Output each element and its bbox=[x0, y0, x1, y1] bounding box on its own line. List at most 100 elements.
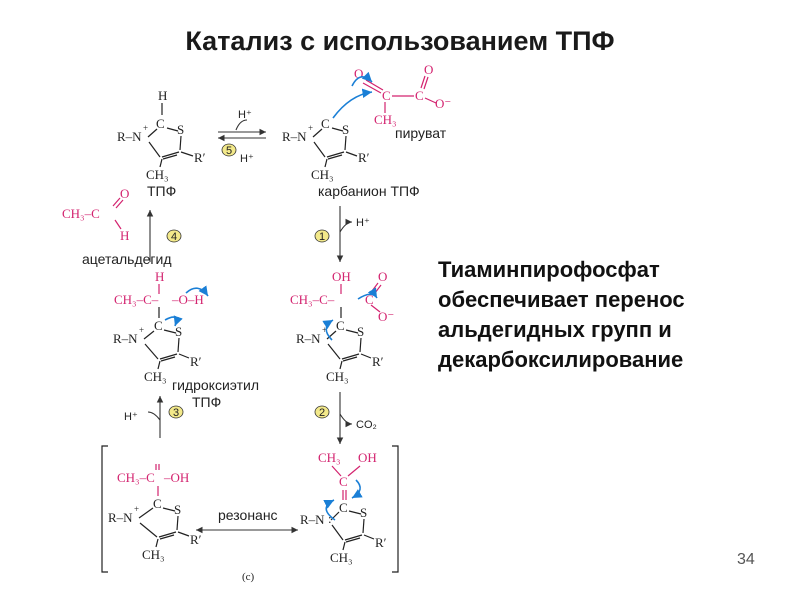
step-4: 4 ацетальдегид bbox=[82, 210, 182, 267]
svg-text:C: C bbox=[153, 496, 162, 511]
side-line: альдегидных групп и bbox=[438, 317, 672, 342]
svg-text:C: C bbox=[321, 116, 330, 131]
svg-text:CH₃: CH₃ bbox=[142, 547, 165, 562]
svg-text:CH₃: CH₃ bbox=[326, 369, 349, 384]
svg-text:R–N: R–N bbox=[300, 512, 325, 527]
panel-label: (c) bbox=[242, 571, 255, 583]
svg-text:O: O bbox=[120, 186, 129, 201]
step-1-badge bbox=[314, 229, 330, 243]
label-resonance: резонанс bbox=[218, 507, 278, 523]
svg-text:R–N: R–N bbox=[282, 129, 307, 144]
svg-text:3: 3 bbox=[173, 407, 179, 419]
svg-text:1: 1 bbox=[319, 231, 325, 243]
svg-text:R–N: R–N bbox=[108, 510, 133, 525]
label-acetaldehyde: ацетальдегид bbox=[82, 251, 172, 267]
step-1: H⁺ 1 bbox=[314, 206, 370, 262]
step-5-equilibrium: H⁺ 5 H⁺ bbox=[218, 109, 266, 165]
atom-r-n: R–N bbox=[117, 129, 142, 144]
svg-text:+: + bbox=[143, 123, 148, 133]
svg-text:5: 5 bbox=[226, 145, 232, 157]
svg-text:OH: OH bbox=[358, 450, 377, 465]
svg-text:O⁻: O⁻ bbox=[378, 309, 394, 324]
svg-text:CH₃: CH₃ bbox=[318, 450, 341, 465]
tpp-molecule: H C R–N + S R′ CH₃ ТПФ bbox=[117, 88, 206, 199]
svg-text:+: + bbox=[308, 123, 313, 133]
svg-text:C: C bbox=[154, 318, 163, 333]
svg-text:C: C bbox=[339, 500, 348, 515]
svg-text:C: C bbox=[415, 88, 424, 103]
atom-s: S bbox=[177, 122, 184, 137]
slide-title: Катализ с использованием ТПФ bbox=[185, 26, 615, 56]
atom-r-prime: R′ bbox=[194, 150, 206, 165]
svg-text:R′: R′ bbox=[372, 354, 384, 369]
svg-text:O: O bbox=[354, 66, 363, 81]
svg-text:R′: R′ bbox=[190, 354, 202, 369]
svg-text:–OH: –OH bbox=[163, 470, 189, 485]
svg-text:+: + bbox=[322, 325, 327, 335]
atom-c2: C bbox=[156, 116, 165, 131]
svg-text:S: S bbox=[174, 502, 181, 517]
svg-text:O: O bbox=[378, 269, 387, 284]
bracket-left bbox=[101, 445, 108, 573]
resonance-arrow: резонанс bbox=[196, 507, 298, 534]
svg-text:C: C bbox=[339, 474, 348, 489]
svg-text:CH₃: CH₃ bbox=[144, 369, 167, 384]
label-pyruvate: пируват bbox=[395, 125, 447, 141]
atom-ch3: CH₃ bbox=[146, 167, 169, 182]
svg-text:+: + bbox=[134, 504, 139, 514]
svg-text:C: C bbox=[382, 88, 391, 103]
svg-text:R′: R′ bbox=[358, 150, 370, 165]
step-2: CO₂ 2 bbox=[314, 392, 377, 444]
bracket-right bbox=[392, 445, 399, 573]
side-line: обеспечивает перенос bbox=[438, 287, 685, 312]
carbanion-tpp-molecule: C R–N + S R′ CH₃ карбанион ТПФ bbox=[282, 88, 420, 199]
step-3-badge bbox=[168, 405, 184, 419]
ylide-molecule: CH₃–C –OH C R–N + S R′ CH₃ bbox=[108, 464, 202, 562]
label-tpp: ТПФ bbox=[147, 183, 176, 199]
svg-text:O: O bbox=[424, 62, 433, 77]
label-hydroxyethyl-2: ТПФ bbox=[192, 394, 221, 410]
label-carbanion: карбанион ТПФ bbox=[318, 183, 420, 199]
step-4-badge bbox=[166, 229, 182, 243]
step-2-badge bbox=[314, 405, 330, 419]
svg-text::: : bbox=[328, 511, 332, 526]
svg-text:CH₃–C–: CH₃–C– bbox=[290, 292, 335, 307]
svg-text:H: H bbox=[120, 228, 129, 243]
label-hydroxyethyl-1: гидроксиэтил bbox=[172, 377, 259, 393]
svg-text:CH₃–C–: CH₃–C– bbox=[114, 292, 159, 307]
svg-text:H⁺: H⁺ bbox=[356, 217, 370, 229]
lactyl-tpp-molecule: OH CH₃–C– C O O⁻ C R–N + S R′ CH₃ bbox=[290, 269, 394, 384]
side-explanation: Тиаминпирофосфат обеспечивает перенос ал… bbox=[438, 255, 778, 375]
side-line: Тиаминпирофосфат bbox=[438, 257, 660, 282]
svg-text:CH₃: CH₃ bbox=[311, 167, 334, 182]
svg-text:CH₃: CH₃ bbox=[330, 550, 353, 565]
svg-text:H: H bbox=[155, 269, 164, 284]
side-line: декарбоксилирование bbox=[438, 347, 684, 372]
acetaldehyde-molecule: CH₃–C O H bbox=[62, 186, 129, 243]
atom-h: H bbox=[158, 88, 167, 103]
svg-text:–O–H: –O–H bbox=[171, 292, 204, 307]
svg-text:CH₃–C: CH₃–C bbox=[117, 470, 155, 485]
enamine-molecule: CH₃ OH C C R–N : S R′ CH₃ bbox=[300, 450, 387, 565]
svg-text:C: C bbox=[336, 318, 345, 333]
svg-text:S: S bbox=[342, 122, 349, 137]
svg-text:H⁺: H⁺ bbox=[240, 153, 254, 165]
svg-text:OH: OH bbox=[332, 269, 351, 284]
svg-text:2: 2 bbox=[319, 407, 325, 419]
svg-text:CO₂: CO₂ bbox=[356, 419, 377, 431]
page-number: 34 bbox=[737, 551, 755, 568]
svg-text:CH₃: CH₃ bbox=[374, 112, 397, 127]
step-5-badge bbox=[221, 143, 237, 157]
svg-text:4: 4 bbox=[171, 231, 177, 243]
svg-text:R–N: R–N bbox=[113, 331, 138, 346]
pyruvate-molecule: O C C O O⁻ CH₃ пируват bbox=[351, 62, 451, 141]
svg-text:S: S bbox=[357, 324, 364, 339]
svg-text:H⁺: H⁺ bbox=[124, 411, 138, 423]
svg-text:S: S bbox=[175, 324, 182, 339]
svg-text:C: C bbox=[365, 292, 374, 307]
svg-text:S: S bbox=[360, 505, 367, 520]
hydroxyethyl-tpp-molecule: H CH₃–C– –O–H C R–N + S R′ CH₃ гидроксиэ… bbox=[113, 269, 259, 410]
svg-text:+: + bbox=[139, 325, 144, 335]
svg-text:R–N: R–N bbox=[296, 331, 321, 346]
